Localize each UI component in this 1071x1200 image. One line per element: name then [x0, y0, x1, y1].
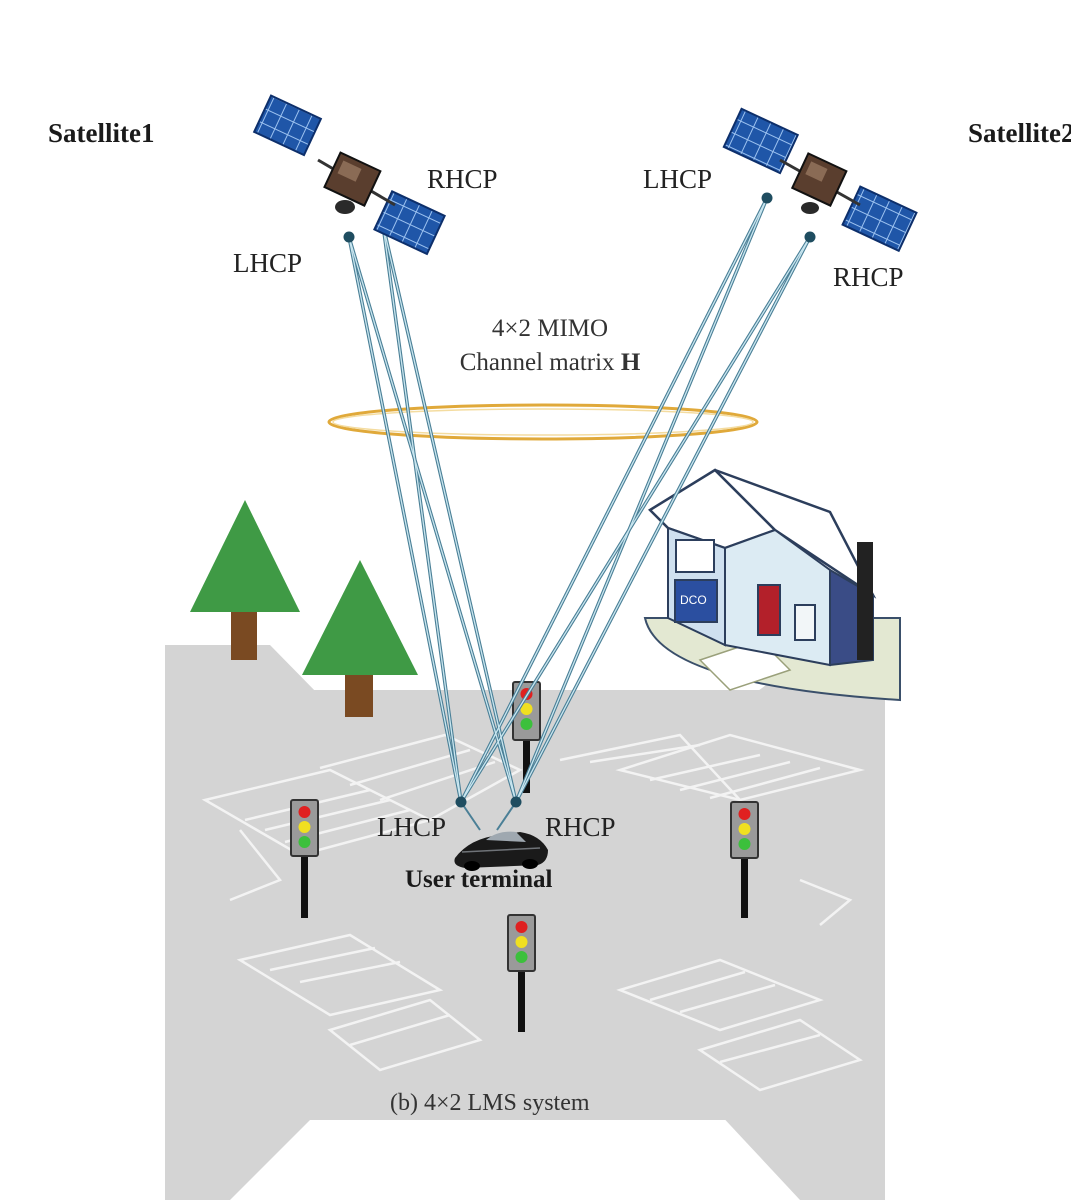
mimo-title: 4×2 MIMO Channel matrix H [420, 312, 680, 380]
user-terminal-label: User terminal [405, 866, 553, 893]
tree-left [190, 500, 300, 660]
mimo-channel-ring [327, 403, 759, 441]
car-icon [454, 831, 548, 871]
figure-caption: (b) 4×2 LMS system [390, 1090, 590, 1116]
tree-right [302, 560, 418, 717]
svg-text:DCO: DCO [680, 593, 707, 607]
terminal-rhcp-label: RHCP [545, 812, 616, 842]
satellite-1-icon [252, 94, 447, 256]
house: DCO [643, 468, 901, 702]
mimo-symbol: H [620, 349, 641, 376]
traffic-light-left [290, 799, 319, 918]
satellite-2-icon [722, 107, 918, 253]
sat2-rhcp-label: RHCP [833, 262, 904, 292]
sat1-lhcp-label: LHCP [233, 248, 303, 278]
mimo-line2-row: Channel matrix H [420, 346, 680, 380]
terminal-lhcp-label: LHCP [377, 812, 447, 842]
sat1-rhcp-label: RHCP [427, 164, 498, 194]
traffic-light-right [730, 801, 759, 918]
traffic-light-bottom [507, 914, 536, 1032]
satellite-1-title: Satellite1 [48, 118, 155, 148]
mimo-line2: Channel matrix [459, 349, 615, 376]
mimo-links [347, 197, 812, 831]
satellite-2-title: Satellite2 [968, 118, 1071, 148]
mimo-line1: 4×2 MIMO [491, 315, 609, 342]
sat2-lhcp-label: LHCP [643, 164, 713, 194]
